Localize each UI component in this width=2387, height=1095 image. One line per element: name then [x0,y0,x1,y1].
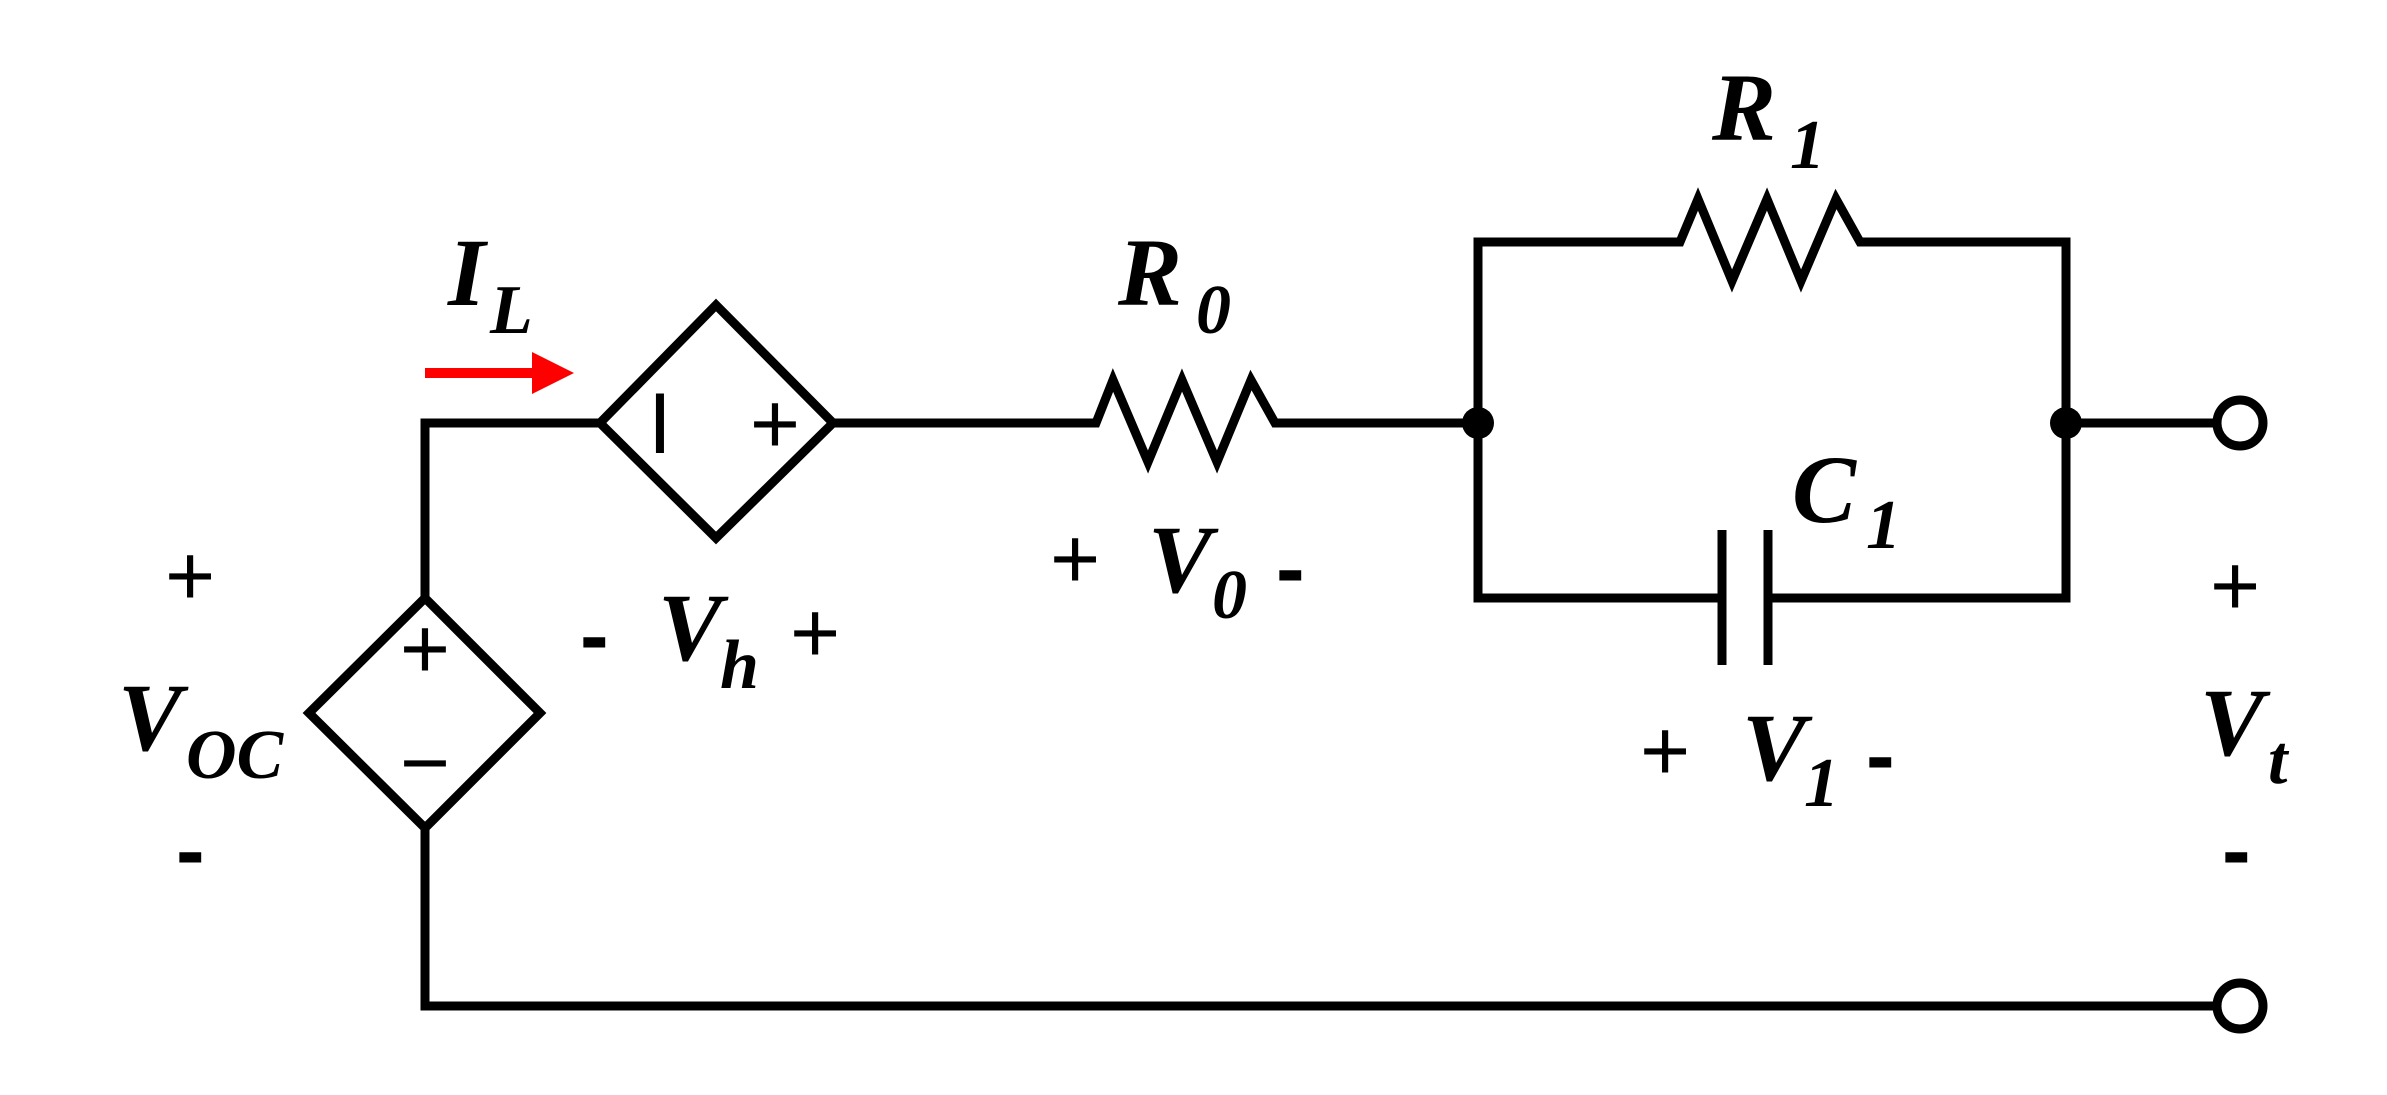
svg-text:0: 0 [1212,557,1247,634]
voltage-source-voc: + − [302,591,547,835]
wire-r1-branch-left [1473,237,1673,428]
voc-source-minus: − [400,715,450,811]
svg-text:+: + [1640,703,1690,799]
svg-text:OC: OC [186,717,285,794]
node-left [1462,407,1494,439]
svg-text:-: - [1866,708,1895,804]
svg-text:C: C [1792,436,1857,543]
voltage-source-vh: I + [593,298,840,545]
terminal-top [2212,395,2268,451]
svg-text:+: + [1050,511,1100,607]
svg-text:V: V [118,664,189,771]
label-vt: + V t - [2200,538,2290,899]
resistor-r1 [1663,187,1882,293]
wires [420,237,2220,1011]
svg-text:-: - [176,803,205,899]
svg-text:V: V [1742,694,1813,801]
capacitor-c1 [1717,530,1773,665]
label-vh: - V h + [580,574,840,704]
label-r1: R 1 [1711,54,1825,184]
svg-text:V: V [658,574,729,681]
svg-text:1: 1 [1790,107,1825,184]
label-v0: + V 0 - [1050,506,1305,634]
vh-source-left-sign: I [648,376,672,472]
svg-text:V: V [1148,506,1219,613]
label-c1: C 1 [1792,436,1901,564]
svg-text:h: h [720,627,759,704]
label-voc: + V OC - [118,528,285,899]
svg-text:R: R [1117,219,1182,326]
current-arrow [425,352,574,394]
svg-text:-: - [580,588,609,684]
svg-text:-: - [1276,521,1305,617]
wire-c1-branch-right [1763,418,2071,603]
svg-text:L: L [489,272,533,349]
svg-text:R: R [1711,54,1776,161]
svg-text:+: + [2210,538,2260,634]
svg-text:t: t [2268,722,2290,799]
vh-source-plus: + [750,376,800,472]
wire-left-upper [420,418,607,600]
svg-text:+: + [165,528,215,624]
node-right [2050,407,2082,439]
label-r0: R 0 [1117,219,1231,349]
svg-text:-: - [2222,803,2251,899]
wire-c1-branch-left [1473,418,1727,603]
svg-text:0: 0 [1196,272,1231,349]
terminal-bottom [2212,978,2268,1034]
label-v1: + V 1 - [1640,694,1895,822]
label-current: I L [447,219,533,349]
svg-text:1: 1 [1804,745,1839,822]
wire-bottom-return [420,828,2220,1011]
wire-r1-branch-right [1872,237,2071,428]
svg-text:+: + [790,585,840,681]
svg-text:1: 1 [1866,487,1901,564]
voc-source-plus: + [400,601,450,697]
svg-text:I: I [447,219,489,326]
svg-text:V: V [2200,669,2271,776]
resistor-r0 [1078,368,1297,474]
